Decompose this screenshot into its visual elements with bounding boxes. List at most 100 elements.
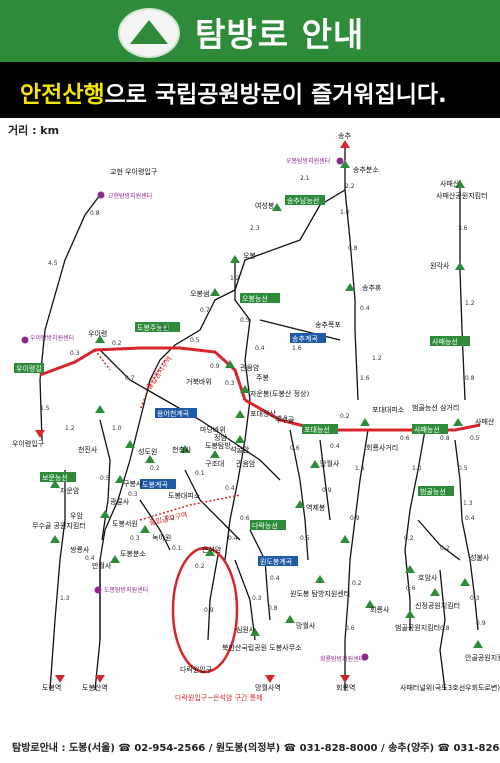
peak-icon — [310, 460, 320, 468]
distance-label: 1.6 — [355, 465, 365, 472]
sign-sahpae-neung — [430, 336, 470, 346]
label-jubong: 주봉 — [256, 374, 269, 382]
sign-darak — [250, 520, 286, 530]
distance-labels: 2.1 1.0 2.3 1.2 0.5 0.4 1.2 0.8 1.6 2.2 … — [40, 175, 486, 632]
trail-line — [319, 439, 331, 521]
distance-label: 0.8 — [348, 245, 358, 252]
label-eojeon: 용어천계곡 — [157, 409, 190, 418]
distance-label: 1.0 — [412, 465, 422, 472]
trail-line — [49, 470, 66, 691]
distance-label: 0.2 — [404, 535, 414, 542]
label-dobong-jusu: 도봉주능선 — [137, 323, 169, 332]
distance-label: 0.7 — [200, 307, 210, 314]
label-hoam: 호암사 — [418, 573, 438, 582]
distance-label: 0.2 — [352, 580, 362, 587]
peak-icon — [250, 628, 260, 636]
peak-icon — [110, 555, 120, 563]
peak-icon — [430, 588, 440, 596]
trail-line — [459, 180, 466, 401]
label-sahpae-tunnel: 사패터널위(국도3호선우회도로변) — [400, 683, 500, 692]
peak-icon — [365, 600, 375, 608]
distance-label: 1.3 — [60, 595, 70, 602]
sign-obong-neung — [240, 293, 280, 303]
label-yeosum: 여성봉 — [255, 201, 275, 210]
label-sinjeong: 신정공원지킴터 — [415, 601, 460, 610]
sign-podae-neung — [302, 424, 338, 434]
trail-line — [184, 469, 241, 541]
no-entry-line — [139, 359, 166, 411]
trail-line — [249, 529, 271, 621]
peak-icon — [405, 610, 415, 618]
distance-label: 0.9 — [322, 487, 332, 494]
distance-label: 0.8 — [90, 210, 100, 217]
peak-icon — [455, 262, 465, 270]
sign-wondobong-gyegok — [258, 556, 298, 566]
label-gyohyeon: 교현 우이령입구 — [110, 167, 158, 176]
distance-label: 0.9 — [210, 363, 220, 370]
label-dobong-san-yeok: 도봉산역 — [82, 683, 108, 692]
center-marker — [94, 586, 102, 594]
trail-line — [99, 349, 281, 481]
trail-line — [39, 194, 101, 441]
label-bukhan-national: 북한산국립공원 도봉사무소 — [222, 643, 302, 652]
sign-songchu-nam — [285, 195, 325, 205]
label-gwaneumam: 관음암 — [240, 363, 260, 372]
distance-label: 0.3 — [470, 595, 480, 602]
distance-label: 1.0 — [112, 425, 122, 432]
trail-line — [207, 554, 219, 641]
arrow-down-icon — [265, 675, 275, 683]
trail-line — [289, 429, 309, 561]
label-jeongam: 정암 — [214, 433, 227, 442]
label-dobong-bunso: 도봉분소 — [120, 550, 146, 558]
trail-lines — [39, 146, 479, 691]
distance-label: 0.7 — [125, 375, 135, 382]
peak-icon — [460, 578, 470, 586]
label-darakwon: 다락원입구 — [180, 665, 213, 674]
no-entry-line — [94, 349, 111, 371]
label-wondobong-gyegok: 원도봉계곡 — [260, 557, 293, 566]
peak-icon — [295, 500, 305, 508]
peak-icon — [95, 335, 105, 343]
trail-line — [224, 260, 251, 561]
trail-line — [454, 439, 479, 631]
sign-beomgol — [418, 486, 454, 496]
label-beomgol-sa: 범골능선 삼거리 — [412, 403, 459, 412]
label-songchu: 송추 — [338, 132, 351, 140]
arrow-down-icon — [35, 430, 45, 438]
peak-icon — [272, 203, 282, 211]
distance-label: 0.2 — [112, 340, 122, 347]
distance-label: 0.8 — [440, 435, 450, 442]
center-marker — [361, 653, 369, 661]
center-marker — [21, 336, 29, 344]
distance-label: 0.5 — [190, 337, 200, 344]
label-wonggaksa: 원각사 — [430, 261, 450, 270]
label-obong: 오봉 — [243, 252, 256, 260]
label-uiryeong-center: 우이탐방지원센터 — [30, 334, 74, 342]
distance-label: 4.5 — [48, 260, 58, 267]
park-logo — [118, 8, 180, 58]
distance-label: 0.4 — [360, 305, 370, 312]
label-obong-neung: 오봉능선 — [242, 294, 268, 303]
distance-label: 0.1 — [172, 545, 182, 552]
page-title: 탐방로 안내 — [195, 15, 365, 54]
trail-line — [139, 499, 171, 551]
distance-label: 0.9 — [204, 607, 214, 614]
distance-label: 0.9 — [350, 515, 360, 522]
distance-label: 0.6 — [240, 515, 250, 522]
distance-label: 0.8 — [440, 625, 450, 632]
trail-line — [404, 429, 426, 630]
distance-label: 0.2 — [440, 545, 450, 552]
arrow-up-icon — [340, 140, 350, 148]
peak-icon — [50, 480, 60, 488]
label-sahpae-center: 사패산공원지킴터 — [436, 191, 488, 200]
note-restriction: 다락원입구~은석암 구간 통제 — [175, 693, 263, 702]
distance-label: 0.3 — [278, 415, 288, 422]
note-no-entry-1: 출입금지구역 — [144, 354, 174, 391]
trail-line — [259, 319, 341, 341]
peak-icon — [100, 510, 110, 518]
peak-icon — [210, 450, 220, 458]
distance-unit: 거리 : km — [8, 124, 60, 137]
label-geobuk: 거북바위 — [186, 377, 212, 386]
distance-label: 1.3 — [463, 500, 473, 507]
